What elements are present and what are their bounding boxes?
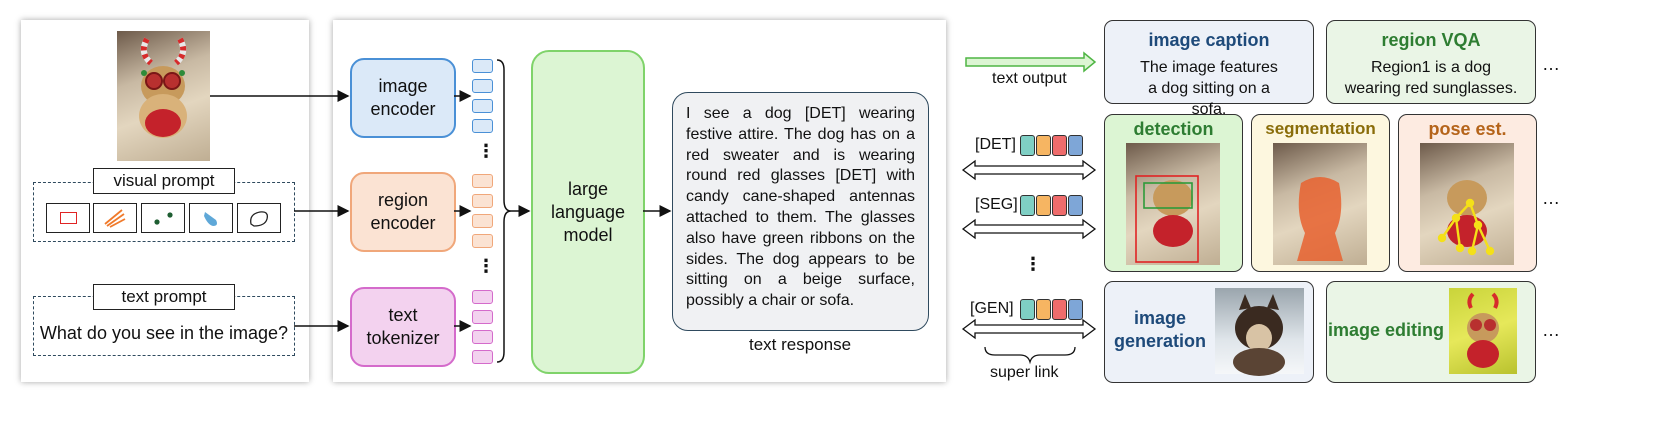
visual-prompt-point-icon	[141, 203, 185, 233]
image-token	[472, 119, 493, 133]
region-token	[472, 174, 493, 188]
gen-token-red	[1052, 299, 1067, 320]
det-token-orange	[1036, 135, 1051, 156]
seg-token-red	[1052, 195, 1067, 216]
super-link-label: super link	[990, 364, 1059, 381]
text-response-box: I see a dog [DET] wearing festive attire…	[672, 92, 929, 331]
gen-token-teal	[1020, 299, 1035, 320]
image-generation-card: image generation	[1104, 281, 1314, 383]
text-output-label: text output	[992, 70, 1067, 87]
region-token	[472, 214, 493, 228]
text-tokenizer-label: text tokenizer	[366, 305, 440, 348]
det-token-label: [DET]	[975, 136, 1016, 153]
gen-token-label: [GEN]	[970, 300, 1014, 317]
pose-title: pose est.	[1428, 119, 1507, 139]
pose-card: pose est.	[1398, 114, 1537, 272]
image-caption-title: image caption	[1148, 30, 1270, 50]
pose-image	[1420, 143, 1514, 265]
link-gap-dots: ⋮	[1024, 254, 1042, 274]
visual-prompt-scribble-icon	[93, 203, 137, 233]
image-encoder-box: image encoder	[350, 58, 456, 138]
det-token-red	[1052, 135, 1067, 156]
detection-card: detection	[1104, 114, 1243, 272]
image-encoder-label: image encoder	[370, 76, 436, 119]
seg-token-label: [SEG]	[975, 196, 1018, 213]
segmentation-image	[1273, 143, 1367, 265]
image-token	[472, 79, 493, 93]
llm-label: large language model	[550, 178, 626, 245]
generated-image	[1215, 288, 1304, 376]
det-token-blue	[1068, 135, 1083, 156]
text-tokenizer-box: text tokenizer	[350, 287, 456, 367]
region-encoder-box: region encoder	[350, 172, 456, 252]
text-token	[472, 290, 493, 304]
image-generation-title: image generation	[1113, 308, 1206, 351]
visual-prompt-label: visual prompt	[93, 168, 235, 194]
input-dog-image	[117, 31, 210, 161]
visual-prompt-box-icon	[46, 203, 90, 233]
detection-title: detection	[1133, 119, 1214, 139]
region-vqa-title: region VQA	[1381, 30, 1481, 50]
image-token	[472, 99, 493, 113]
region-encoder-label: region encoder	[370, 190, 436, 233]
segmentation-title: segmentation	[1265, 119, 1376, 138]
image-caption-card: image caption The image features a dog s…	[1104, 20, 1314, 118]
visual-prompt-polygon-icon	[237, 203, 281, 233]
segmentation-card: segmentation	[1251, 114, 1390, 272]
more-tasks-ellipsis-1: …	[1542, 54, 1560, 74]
seg-token-teal	[1020, 195, 1035, 216]
image-editing-card: image editing	[1326, 281, 1536, 383]
llm-box: large language model	[531, 50, 645, 374]
region-vqa-text: Region1 is a dog wearing red sunglasses.	[1344, 59, 1518, 97]
text-response-label: text response	[748, 335, 852, 354]
text-token	[472, 330, 493, 344]
det-token-teal	[1020, 135, 1035, 156]
dog-illustration	[139, 37, 187, 138]
visual-prompt-mask-icon	[189, 203, 233, 233]
text-prompt-value: What do you see in the image?	[39, 322, 289, 343]
image-token	[472, 59, 493, 73]
image-editing-title: image editing	[1327, 319, 1444, 340]
text-token	[472, 350, 493, 364]
seg-token-blue	[1068, 195, 1083, 216]
edited-image	[1449, 288, 1517, 374]
region-token	[472, 234, 493, 248]
input-panel: visual prompt text prompt What do you se…	[21, 20, 309, 382]
text-prompt-label: text prompt	[93, 284, 235, 310]
image-caption-text: The image features a dog sitting on a so…	[1140, 59, 1278, 118]
region-vqa-card: region VQA Region1 is a dog wearing red …	[1326, 20, 1536, 104]
more-tasks-ellipsis-2: …	[1542, 188, 1560, 208]
region-token	[472, 194, 493, 208]
text-response-content: I see a dog [DET] wearing festive attire…	[686, 105, 915, 310]
text-token	[472, 310, 493, 324]
gen-token-blue	[1068, 299, 1083, 320]
gen-token-orange	[1036, 299, 1051, 320]
seg-token-orange	[1036, 195, 1051, 216]
more-tasks-ellipsis-3: …	[1542, 320, 1560, 340]
detection-image	[1126, 143, 1220, 265]
